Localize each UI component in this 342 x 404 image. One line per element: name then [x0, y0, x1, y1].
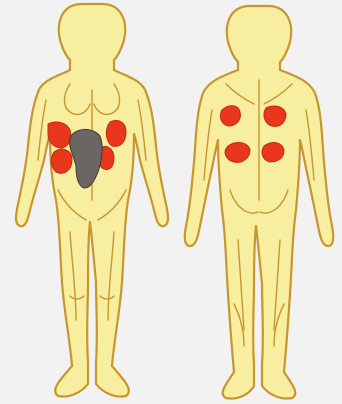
back-right-upper-back	[264, 106, 286, 126]
front-figure	[16, 4, 168, 397]
back-left-upper-back	[220, 106, 240, 126]
front-left-oblique	[48, 122, 71, 148]
front-left-lower-oblique	[51, 149, 72, 173]
back-figure	[185, 6, 333, 399]
front-right-oblique	[106, 120, 126, 146]
back-body-outline	[185, 6, 333, 399]
